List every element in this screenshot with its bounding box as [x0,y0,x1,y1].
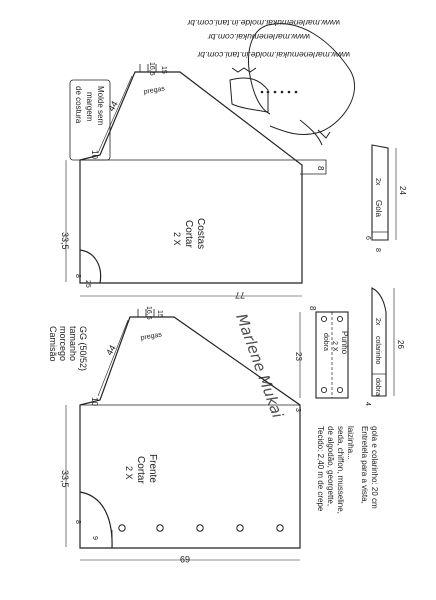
website-line-1: www.marlenemukai.molde.in.tani.com.br [196,50,350,60]
note-line-1: Molde sem [96,86,105,125]
back-piece-name: Costas [195,218,206,249]
blouse-button-row [260,90,298,94]
fabric-note: Tecido: 2,40 m de crepe de algodão, geor… [316,426,379,514]
back-dim-pleat-mark: 15 [160,66,167,74]
front-piece [79,309,301,549]
front-piece-qty: 2 X [124,466,134,480]
back-dim-height: 33,5 [60,232,70,250]
collar-stand-name: colarinho [374,336,381,365]
back-dim-hem: 8 [74,274,81,278]
fabric-note-line-6: gola e colarinho: 20 cm [370,426,379,509]
front-dim-top: 16,5 [145,306,152,320]
front-dim-length: 69 [180,554,190,564]
cuff-dim-length: 23 [294,352,303,361]
collar-outline [371,144,389,241]
title-line-1: Camisão [48,326,58,362]
back-dim-length: 77 [235,290,245,300]
front-dim-shoulder: 10 [90,397,99,406]
blouse-cuff-right [317,129,331,139]
fabric-note-line-4: laizinha... [346,426,355,460]
back-piece [79,64,327,284]
front-piece-name: Frente [147,454,158,483]
collar-dim-width: 6 [364,236,371,240]
back-piece-qty: 2 X [172,232,182,246]
front-dim-cuff: 3 [294,408,301,412]
back-dim-slope: 44 [106,99,120,113]
blouse-back-outline [248,24,271,115]
note-line-3: de costura [74,86,83,124]
back-piece-label: Costas Cortar 2 X [172,218,206,249]
collar-stand-dim-width: 4 [364,402,371,406]
front-piece-label: Frente Cortar 2 X [124,454,158,484]
front-dim-hem: 9 [91,536,98,540]
pattern-title: Camisão morcego tamanho GG (50/52) [48,326,88,371]
front-piece-dimensions [65,319,300,561]
website-line-2: www.marlenemukai.com.br [207,32,310,42]
front-slope-dim-line [97,319,129,397]
collar-dim-length: 24 [398,186,407,195]
website-line-3: www.marlenemukai.molde.in.tani.com.br [186,18,340,28]
cuff-dim-width: 8 [308,306,317,311]
collar-name: Gola [374,200,383,217]
collar-stand-outline [371,287,387,397]
front-dim-slope: 44 [104,343,118,357]
cuff-fold: dobra [322,333,329,351]
front-buttons [118,524,284,532]
back-piece-outline [79,71,303,284]
front-dim-pleat-mark: 15 [156,310,163,318]
fabric-note-line-5: Entretela para a vista, [360,426,369,504]
blouse-sleeve-right [299,119,323,146]
back-dim-shoulder: 10 [90,150,99,159]
back-pleat-label: pregas [143,85,166,96]
front-button-1 [118,524,126,532]
back-slope-dim-line [97,75,133,154]
front-dim-height: 33,5 [60,470,70,488]
collar-stand-fold: dobra [374,378,381,396]
back-piece-dimensions [65,75,302,297]
front-pleat-marks [137,309,155,317]
front-piece-outline [79,316,301,549]
back-dim-top: 16,5 [148,62,155,76]
front-piece-cut: Cortar [135,456,146,484]
collar-qty: 2x [374,178,381,186]
blouse-illustration [229,23,356,146]
cuff-label: Punho 2 X dobra [322,331,349,355]
back-dim-cuff: 8 [316,166,325,171]
back-piece-neck-curve [79,249,102,284]
cuff-buttons [320,315,344,394]
front-pleat-label: pregas [140,331,163,342]
title-line-3: tamanho [68,326,78,361]
website-notes: www.marlenemukai.molde.in.tani.com.br ww… [186,18,350,60]
back-piece-cut: Cortar [183,220,194,248]
blouse-cuff-left [229,77,269,113]
fabric-note-line-3: seda, chiffon, musseline, [336,426,345,514]
blouse-collar-detail [231,67,257,73]
cuff-qty: 2 X [331,341,338,352]
front-button-5 [276,524,284,532]
back-dim-corner: 25 [84,280,91,288]
fabric-note-line-2: de algodão, georgette, [326,426,335,506]
front-button-2 [156,524,164,532]
front-button-4 [236,524,244,532]
title-line-2: morcego [58,326,68,361]
fabric-note-line-1: Tecido: 2,40 m de crepe [316,426,325,512]
note-line-2: margem [85,92,94,122]
title-line-4: GG (50/52) [78,326,88,371]
cuff-piece [315,311,349,399]
collar-stand-dim-length: 26 [396,340,405,349]
collar-stand-piece [371,287,387,397]
front-dim-corner: 8 [74,520,81,524]
cuff-name: Punho [340,331,349,355]
collar-dim-tip: 8 [374,248,381,252]
blouse-body-outline [267,23,356,135]
back-cuff-extension [300,159,327,175]
collar-stand-qty: 2x [374,318,381,326]
back-pleat-marks [139,64,157,72]
collar-piece [371,144,389,241]
front-button-3 [196,524,204,532]
